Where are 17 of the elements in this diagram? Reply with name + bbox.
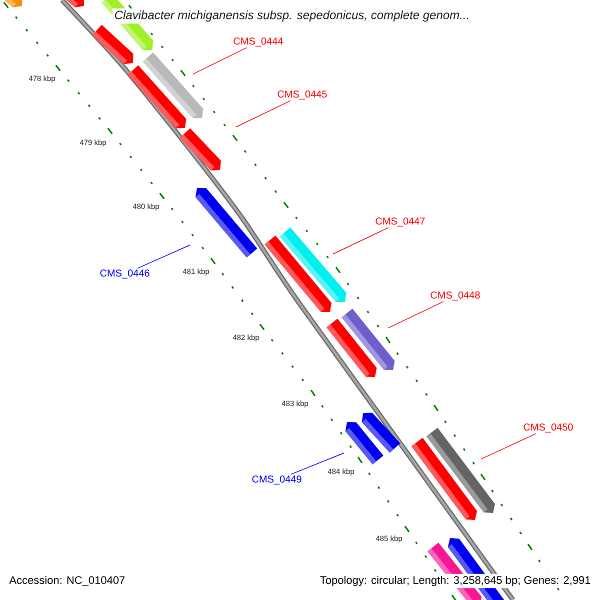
gene-label: CMS_0444 bbox=[234, 38, 283, 46]
leader-line bbox=[332, 227, 389, 254]
leader-line bbox=[290, 452, 344, 475]
gene-label: CMS_0449 bbox=[252, 476, 302, 484]
gene-label: CMS_0445 bbox=[278, 90, 327, 100]
gene-label: CMS_0450 bbox=[524, 424, 573, 432]
accession-text: Accession: NC_010407 bbox=[9, 576, 125, 586]
leader-line bbox=[137, 244, 190, 269]
gene-label: CMS_0448 bbox=[430, 292, 480, 300]
summary-text: Topology: circular; Length: 3,258,645 bp; Genes: 2,991 bbox=[318, 574, 593, 588]
gene-label: CMS_0446 bbox=[100, 270, 150, 278]
leader-line bbox=[192, 47, 247, 74]
leader-line bbox=[388, 301, 444, 328]
gene-label: CMS_0447 bbox=[376, 218, 425, 226]
map-title: Clavibacter michiganensis subsp. sepedonicus, complete genom... bbox=[112, 8, 472, 24]
leader-line bbox=[480, 433, 536, 460]
leader-line bbox=[236, 100, 291, 128]
